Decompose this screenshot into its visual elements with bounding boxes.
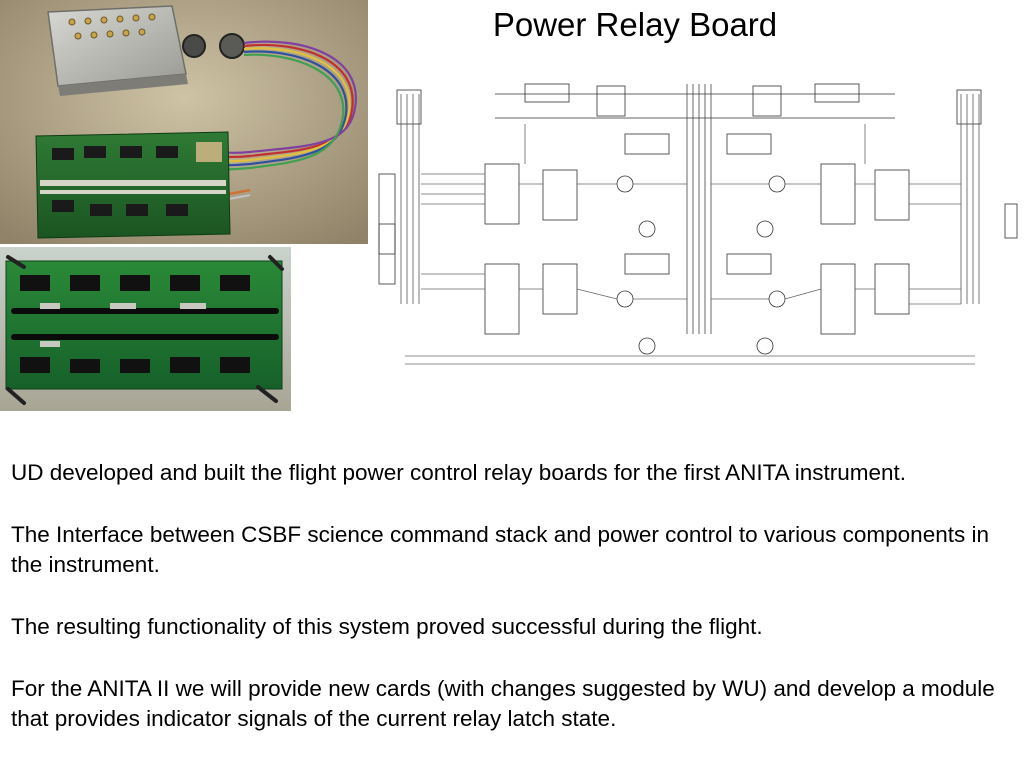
paragraph-1: UD developed and built the flight power …: [11, 460, 907, 485]
photo-enclosure-and-relay-board: [0, 0, 368, 244]
schematic-power-relay-circuit: [375, 64, 1021, 376]
slide-title: Power Relay Board: [492, 6, 778, 43]
photo-relay-board-closeup: [0, 247, 291, 411]
paragraph-4: For the ANITA II we will provide new car…: [11, 676, 995, 731]
slide-body: UD developed and built the flight power …: [11, 458, 1011, 766]
paragraph-3: The resulting functionality of this syst…: [11, 614, 763, 639]
paragraph-2: The Interface between CSBF science comma…: [11, 522, 989, 577]
